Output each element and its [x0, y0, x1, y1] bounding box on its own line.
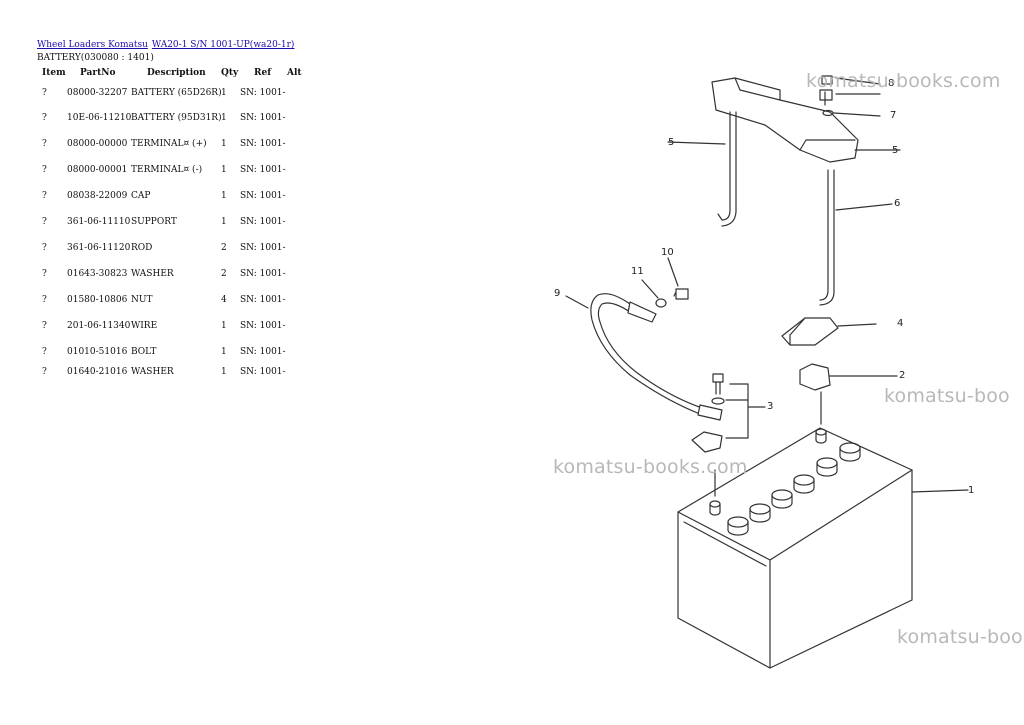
watermark: komatsu-boo [897, 626, 1023, 648]
cell-ref: SN: 1001- [240, 347, 286, 357]
callout-4: 4 [897, 318, 904, 329]
cell-partno: 08000-00001 [67, 165, 128, 175]
cell-ref: SN: 1001- [240, 295, 286, 305]
callout-3: 3 [767, 401, 774, 412]
cell-ref: SN: 1001- [240, 243, 286, 253]
cell-qty: 1 [221, 113, 227, 123]
col-header-partno: PartNo [80, 68, 116, 78]
cell-partno: 201-06-11340 [67, 321, 131, 331]
cell-qty: 1 [221, 321, 227, 331]
cell-ref: SN: 1001- [240, 88, 286, 98]
cell-item: ? [42, 165, 47, 175]
cell-desc: BATTERY (95D31R) [131, 113, 222, 123]
cell-qty: 1 [221, 347, 227, 357]
cell-qty: 1 [221, 217, 227, 227]
cell-ref: SN: 1001- [240, 139, 286, 149]
cell-desc: ROD [131, 243, 153, 253]
callout-6: 6 [894, 198, 901, 209]
cell-item: ? [42, 139, 47, 149]
breadcrumb-link-model[interactable]: WA20-1 S/N 1001-UP(wa20-1r) [151, 40, 295, 50]
cell-desc: BATTERY (65D26R) [131, 88, 222, 98]
cell-partno: 01640-21016 [67, 367, 128, 377]
cell-partno: 361-06-11110 [67, 217, 131, 227]
col-header-description: Description [147, 68, 206, 78]
col-header-qty: Qty [221, 68, 239, 78]
callout-1: 1 [968, 485, 975, 496]
cell-desc: SUPPORT [131, 217, 177, 227]
cell-ref: SN: 1001- [240, 321, 286, 331]
cell-partno: 08000-00000 [67, 139, 128, 149]
cell-ref: SN: 1001- [240, 367, 286, 377]
cell-partno: 01643-30823 [67, 269, 128, 279]
cell-ref: SN: 1001- [240, 269, 286, 279]
wire-drawing [565, 293, 723, 421]
watermark: komatsu-books.com [806, 70, 1001, 92]
cell-ref: SN: 1001- [240, 165, 286, 175]
cell-qty: 2 [221, 269, 227, 279]
terminal-cap-drawing [781, 317, 877, 346]
callout-5-left: 5 [668, 137, 675, 148]
cell-item: ? [42, 321, 47, 331]
watermark: komatsu-boo [884, 385, 1010, 407]
cell-item: ? [42, 295, 47, 305]
callout-2: 2 [899, 370, 906, 381]
callout-11: 11 [631, 266, 644, 277]
col-header-alt: Alt [287, 68, 302, 78]
cell-partno: 10E-06-11210 [67, 113, 132, 123]
cell-partno: 01010-51016 [67, 347, 128, 357]
cell-qty: 2 [221, 243, 227, 253]
cell-desc: WIRE [131, 321, 158, 331]
cell-desc: TERMINAL¤ (+) [131, 139, 207, 149]
callout-10: 10 [661, 247, 674, 258]
bolt-washer-set-drawing [691, 373, 766, 453]
cell-qty: 1 [221, 88, 227, 98]
callout-8: 8 [888, 78, 895, 89]
callout-9: 9 [554, 288, 561, 299]
cell-qty: 1 [221, 191, 227, 201]
cell-qty: 1 [221, 139, 227, 149]
cell-partno: 01580-10806 [67, 295, 128, 305]
cell-partno: 08000-32207 [67, 88, 128, 98]
callout-7: 7 [890, 110, 897, 121]
cell-desc: NUT [131, 295, 153, 305]
cell-qty: 4 [221, 295, 227, 305]
cell-item: ? [42, 367, 47, 377]
cell-item: ? [42, 113, 47, 123]
callout-5-right: 5 [892, 145, 899, 156]
col-header-item: Item [42, 68, 66, 78]
cell-desc: WASHER [131, 367, 174, 377]
cell-item: ? [42, 217, 47, 227]
cell-ref: SN: 1001- [240, 191, 286, 201]
cell-partno: 08038-22009 [67, 191, 128, 201]
section-title: BATTERY(030080 : 1401) [37, 53, 154, 63]
cell-partno: 361-06-11120 [67, 243, 131, 253]
terminal-drawing [799, 363, 898, 391]
cell-desc: TERMINAL¤ (-) [131, 165, 203, 175]
cell-ref: SN: 1001- [240, 113, 286, 123]
cell-ref: SN: 1001- [240, 217, 286, 227]
cell-item: ? [42, 88, 47, 98]
col-header-ref: Ref [254, 68, 272, 78]
nut-washer-drawing [641, 257, 689, 308]
cell-desc: CAP [131, 191, 151, 201]
cell-item: ? [42, 269, 47, 279]
cell-desc: WASHER [131, 269, 174, 279]
cell-item: ? [42, 191, 47, 201]
rod-drawing [667, 111, 893, 306]
cell-qty: 1 [221, 367, 227, 377]
cell-item: ? [42, 347, 47, 357]
breadcrumb-link-wheel-loaders[interactable]: Wheel Loaders Komatsu [37, 40, 148, 50]
cell-qty: 1 [221, 165, 227, 175]
cell-item: ? [42, 243, 47, 253]
watermark: komatsu-books.com [553, 456, 748, 478]
cell-desc: BOLT [131, 347, 157, 357]
